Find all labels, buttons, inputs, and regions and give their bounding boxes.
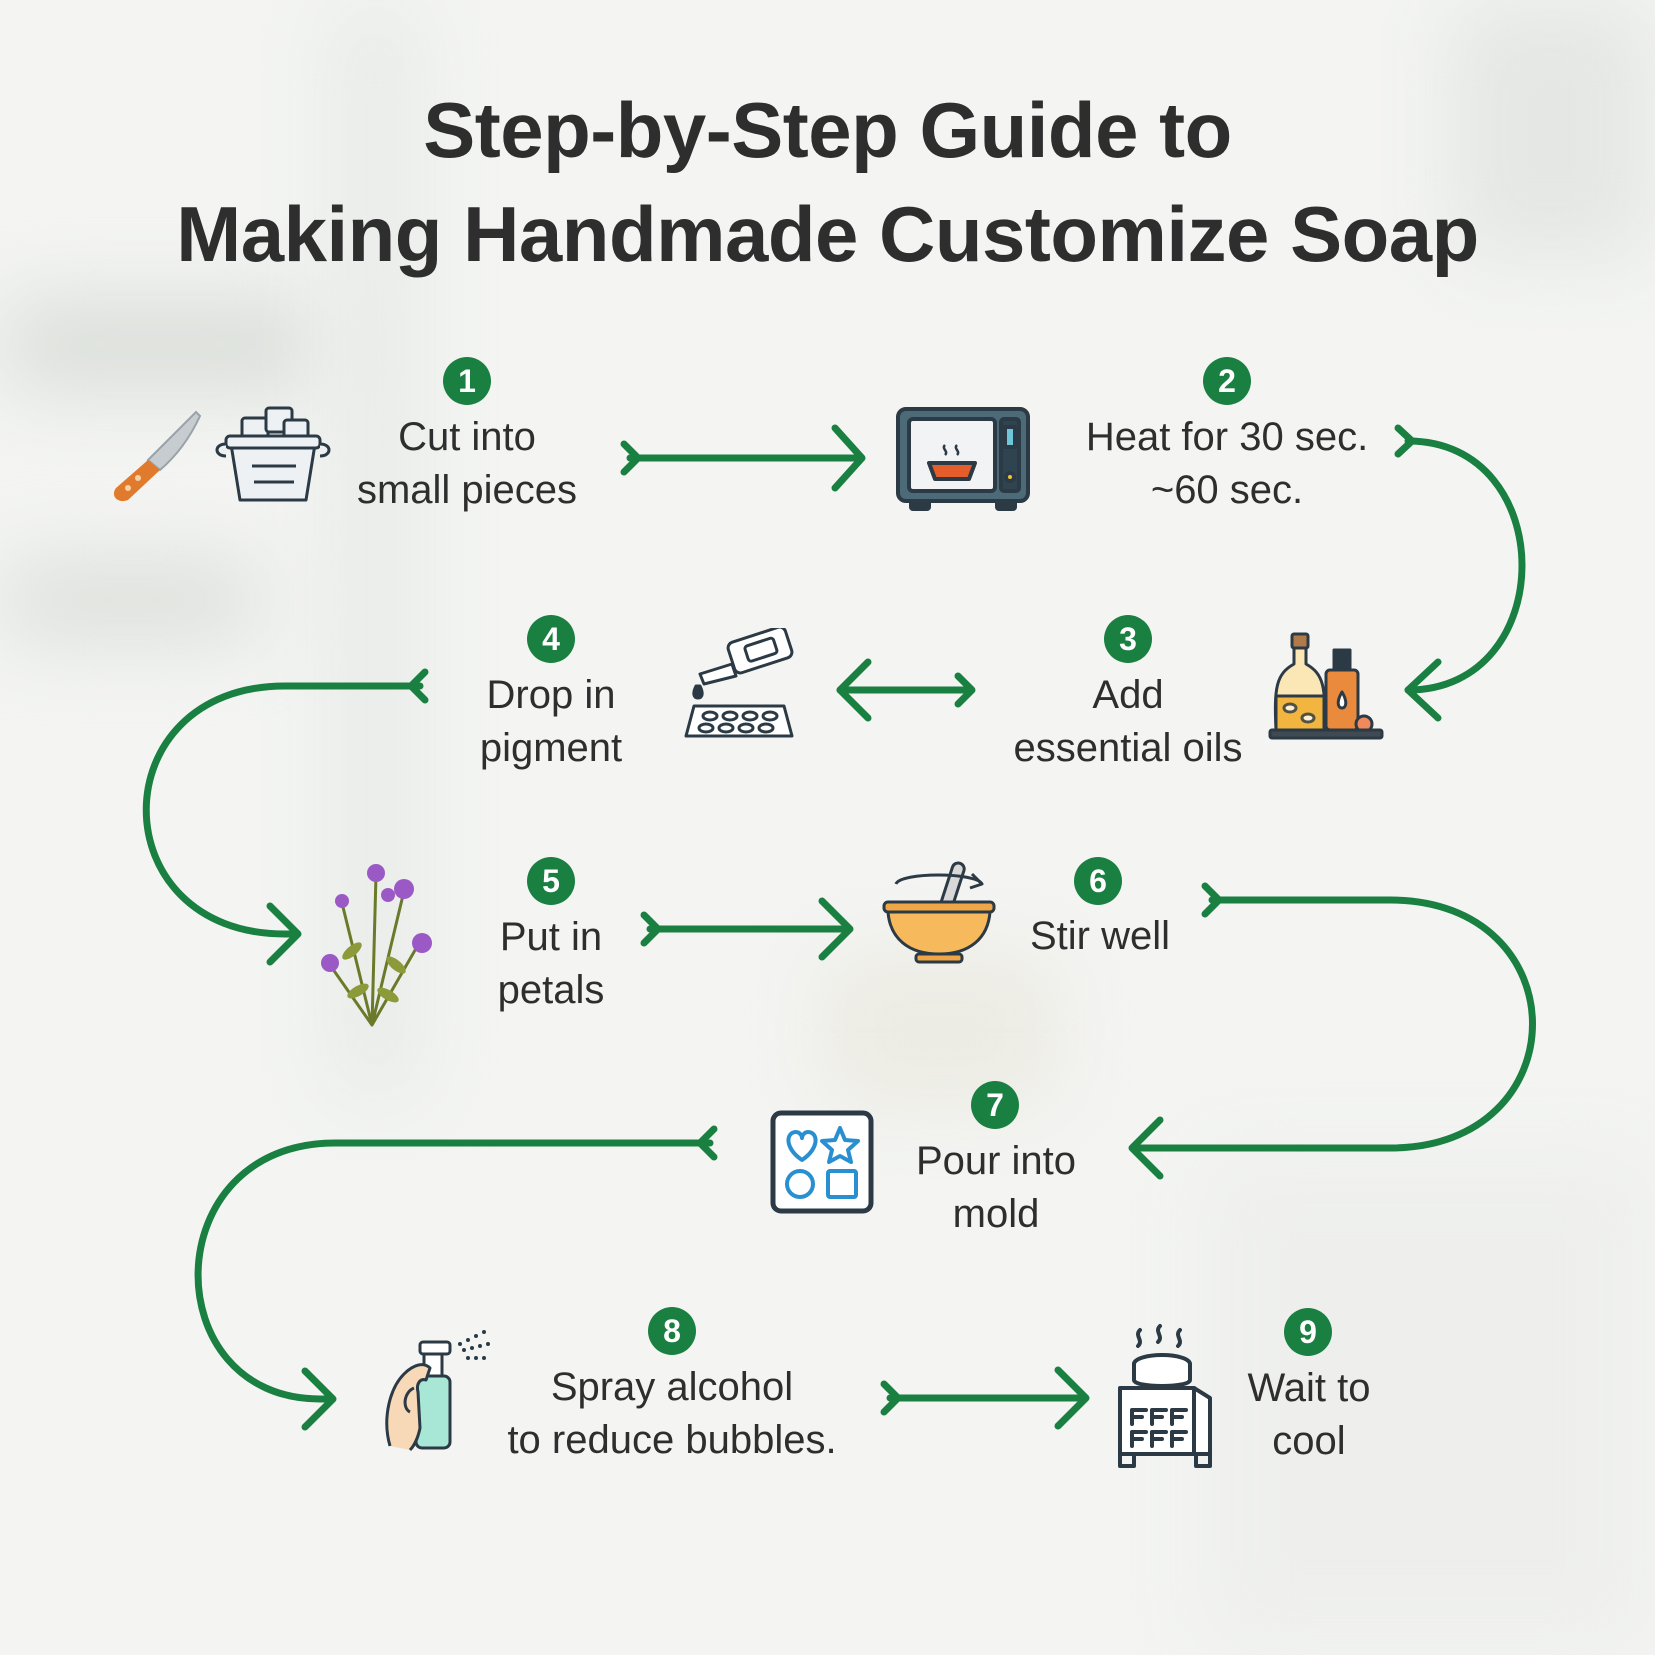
step-2-badge: 2 [1203,357,1251,405]
title-line-1: Step-by-Step Guide to [423,86,1232,174]
arrow-6-to-7 [1128,882,1536,1180]
step-3-badge: 3 [1104,615,1152,663]
arrow-7-to-8 [194,1125,718,1431]
step-5-label: Put in petals [497,915,605,1012]
step-1-badge: 1 [443,357,491,405]
pigment-dropper-icon [684,628,794,738]
microwave-icon [896,407,1030,511]
flower-bouquet-icon [321,864,432,1027]
cooling-rack-icon [1118,1324,1212,1468]
arrow-2-to-3 [1394,424,1526,722]
ice-bucket-icon [215,406,331,502]
step-9-label: Wait to cool [1247,1366,1371,1463]
step-7-badge: 7 [971,1081,1019,1129]
spray-bottle-icon [385,1330,490,1452]
step-4-label: Drop in pigment [479,673,623,770]
step-6-badge: 6 [1074,857,1122,905]
arrow-5-to-6 [640,897,854,961]
mixing-bowl-icon [882,861,996,964]
step-3-label: Add essential oils [1013,673,1243,770]
step-1-label: Cut into small pieces [356,415,578,512]
step-2-label: Heat for 30 sec. ~60 sec. [1085,415,1369,512]
essential-oil-bottles-icon [1268,632,1384,740]
arrow-8-to-9 [880,1366,1090,1430]
step-8-label: Spray alcohol to reduce bubbles. [507,1365,837,1462]
step-9-badge: 9 [1284,1308,1332,1356]
arrow-1-to-2 [620,424,866,492]
page-title: Step-by-Step Guide to Making Handmade Cu… [0,78,1655,286]
step-6-label: Stir well [1029,914,1171,958]
arrow-4-to-5 [142,668,429,966]
step-4-badge: 4 [527,615,575,663]
soap-mold-icon [770,1110,874,1214]
title-line-2: Making Handmade Customize Soap [176,190,1479,278]
arrow-3-to-4 [836,658,976,722]
step-5-badge: 5 [527,857,575,905]
step-8-badge: 8 [648,1307,696,1355]
step-7-label: Pour into mold [915,1139,1077,1236]
knife-icon [113,410,202,502]
